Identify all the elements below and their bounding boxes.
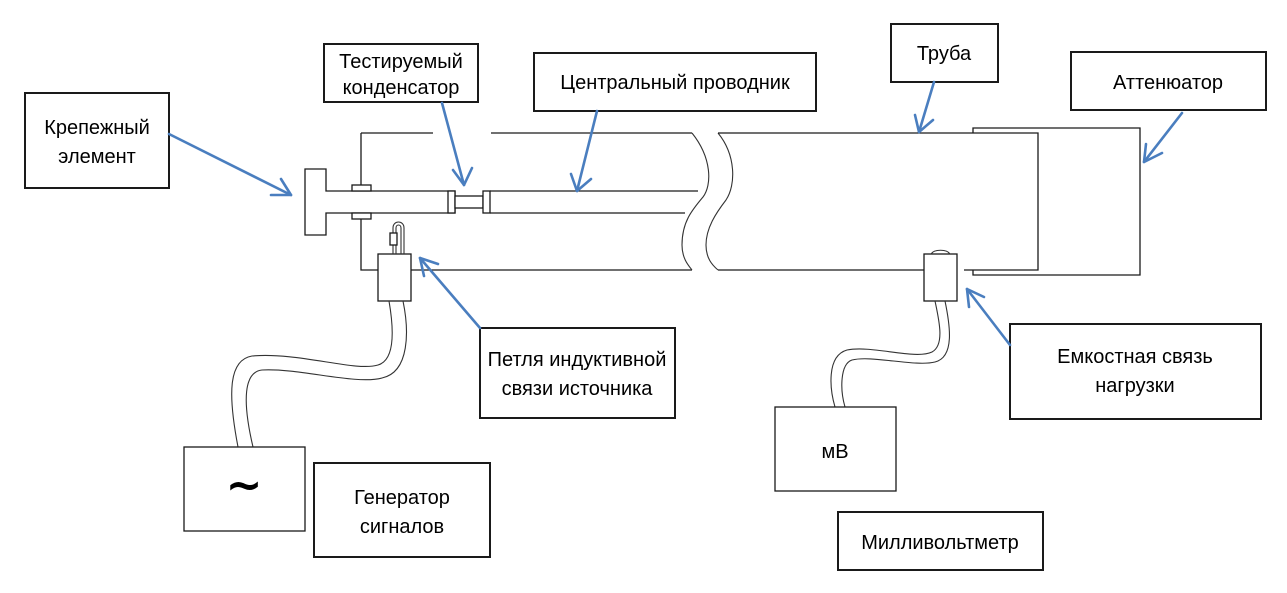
fastener-element xyxy=(304,168,456,236)
svg-text:Тестируемый: Тестируемый xyxy=(339,51,463,73)
capacitor-under-test xyxy=(447,190,491,214)
svg-text:нагрузки: нагрузки xyxy=(1095,375,1174,397)
label-load-coupling: Емкостная связь нагрузки xyxy=(1009,323,1262,420)
svg-text:Труба: Труба xyxy=(917,43,972,65)
load-capacitive-coupling xyxy=(923,249,958,302)
label-capacitor: Тестируемый конденсатор xyxy=(323,43,479,103)
millivoltmeter: мВ xyxy=(774,406,897,492)
svg-text:Петля индуктивной: Петля индуктивной xyxy=(488,349,667,371)
arrow-load-coupling xyxy=(965,287,1012,347)
svg-text:сигналов: сигналов xyxy=(360,516,444,538)
label-attenuator: Аттенюатор xyxy=(1070,51,1267,111)
label-millivoltmeter: Милливольтметр xyxy=(837,511,1044,571)
svg-text:Аттенюатор: Аттенюатор xyxy=(1113,72,1223,94)
arrow-center-conductor xyxy=(569,109,599,193)
arrow-source-loop xyxy=(418,256,482,330)
center-conductor xyxy=(490,190,698,214)
arrow-capacitor xyxy=(440,101,474,187)
label-generator: Генератор сигналов xyxy=(313,462,491,558)
svg-text:Милливольтметр: Милливольтметр xyxy=(861,532,1019,554)
svg-text:Крепежный: Крепежный xyxy=(44,117,150,139)
attenuator-body xyxy=(972,127,1141,276)
svg-text:Емкостная связь: Емкостная связь xyxy=(1057,346,1213,368)
pipe-left-section xyxy=(360,132,710,271)
signal-generator: ~ xyxy=(183,446,306,532)
svg-text:элемент: элемент xyxy=(58,146,136,168)
millivoltmeter-cable xyxy=(830,300,951,408)
arrow-attenuator xyxy=(1142,111,1184,164)
label-pipe: Труба xyxy=(890,23,999,83)
arrow-fastener xyxy=(167,132,293,197)
label-center-conductor: Центральный проводник xyxy=(533,52,817,112)
arrow-pipe xyxy=(913,80,936,134)
label-source-loop: Петля индуктивной связи источника xyxy=(479,327,676,419)
svg-text:Генератор: Генератор xyxy=(354,487,450,509)
svg-text:Центральный проводник: Центральный проводник xyxy=(560,72,790,94)
label-fastener: Крепежный элемент xyxy=(24,92,170,189)
pipe-right-section xyxy=(705,132,1039,271)
sine-wave-icon: ~ xyxy=(226,460,263,511)
generator-cable xyxy=(231,300,407,448)
millivoltmeter-symbol: мВ xyxy=(821,441,848,463)
source-coupling-loop xyxy=(377,221,412,302)
svg-text:конденсатор: конденсатор xyxy=(343,77,460,99)
svg-text:связи источника: связи источника xyxy=(502,378,654,400)
